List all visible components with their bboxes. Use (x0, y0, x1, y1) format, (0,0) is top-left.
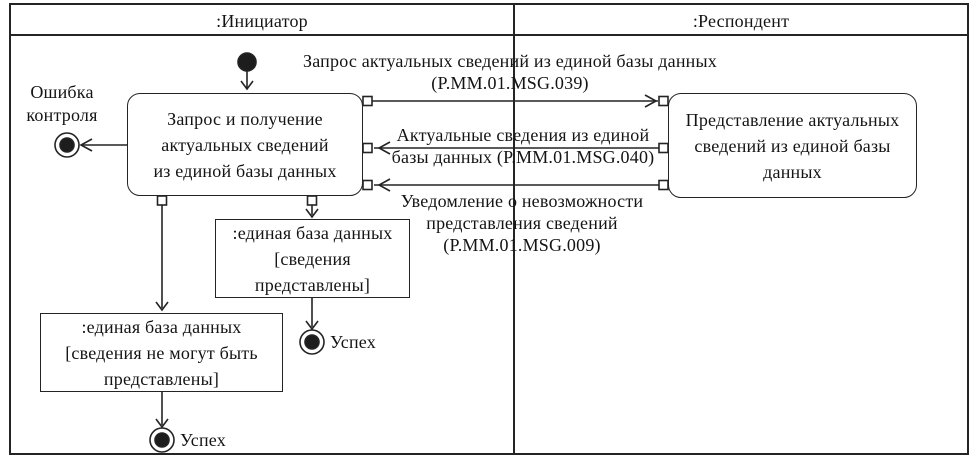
message-response-arrow (374, 141, 659, 155)
pin-icon-initiator-notification (362, 179, 373, 191)
success-final-node-icon-provided (299, 329, 325, 355)
diagram-frame (9, 3, 969, 455)
flow-activity-to-object-not-provided (155, 205, 169, 312)
message-notification-arrow (374, 178, 659, 192)
pin-icon-initiator-request (362, 95, 373, 107)
object-box-info-not-provided: :единая база данных [сведения не могут б… (40, 313, 283, 392)
pin-icon-respondent-notification (658, 179, 669, 191)
error-final-label: Ошибка контроля (26, 82, 98, 125)
initial-node-icon (237, 52, 257, 72)
respondent-activity-box: Представление актуальных сведений из еди… (668, 93, 917, 198)
success-final-label-provided: Успех (330, 332, 376, 352)
pin-icon-initiator-bottom-left (156, 195, 168, 206)
pin-icon-initiator-response (362, 142, 373, 154)
initiator-activity-label: Запрос и получение актуальных сведений и… (153, 108, 337, 181)
object-box-info-provided-label: :единая база данных [сведения представле… (232, 222, 393, 295)
lane-header-initiator: :Инициатор (216, 11, 308, 31)
initiator-activity-box: Запрос и получение актуальных сведений и… (127, 93, 363, 196)
object-box-info-provided: :единая база данных [сведения представле… (215, 219, 410, 298)
pin-icon-respondent-request (658, 95, 669, 107)
pin-icon-initiator-bottom-center (306, 195, 318, 206)
success-final-label-not-provided: Успех (180, 430, 226, 450)
success-final-node-icon-not-provided (149, 427, 175, 453)
message-notification-label: Уведомление о невозможности представлени… (400, 191, 644, 255)
flow-initial-to-activity (240, 71, 254, 91)
message-request-label: Запрос актуальных сведений из единой баз… (303, 51, 717, 93)
object-box-info-not-provided-label: :единая база данных [сведения не могут б… (65, 316, 258, 389)
message-response-label: Актуальные сведения из единой базы данны… (391, 125, 655, 167)
flow-activity-to-object-provided (305, 205, 319, 219)
lane-header-respondent: :Респондент (692, 11, 790, 31)
flow-object-not-provided-to-success (155, 392, 169, 429)
message-request-arrow (372, 94, 658, 108)
error-final-node-icon (54, 132, 80, 158)
flow-activity-to-error (79, 138, 127, 152)
flow-object-provided-to-success (305, 298, 319, 331)
respondent-activity-label: Представление актуальных сведений из еди… (685, 109, 900, 182)
